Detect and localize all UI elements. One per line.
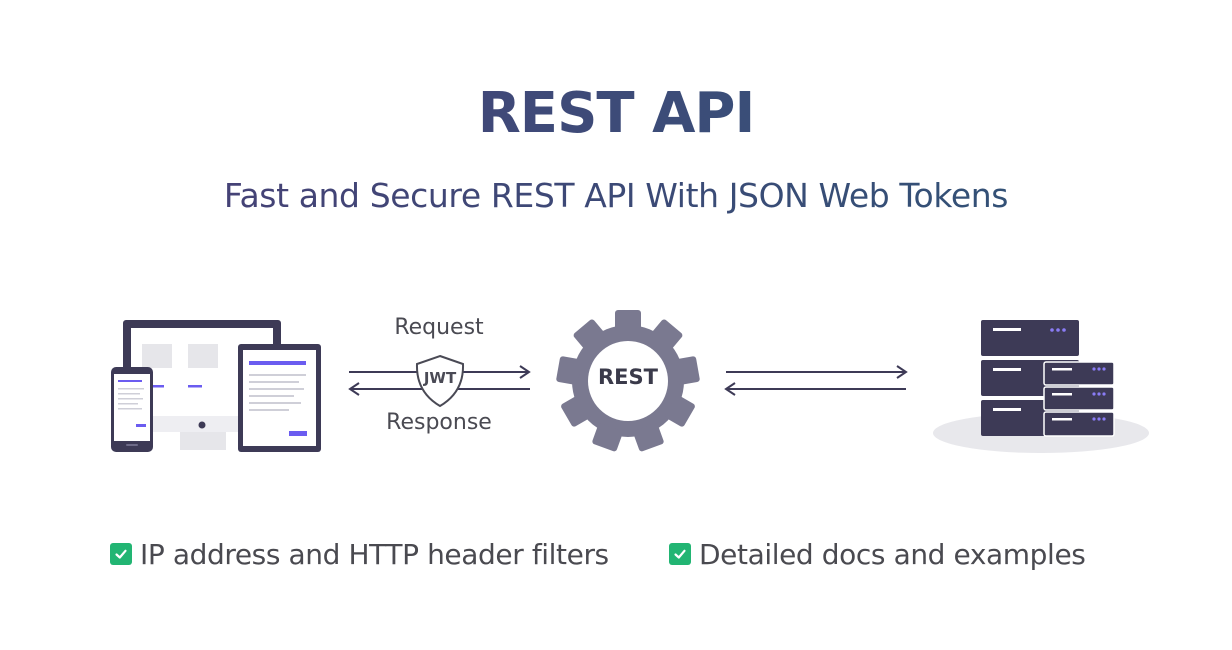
request-label: Request xyxy=(394,315,484,340)
gear-icon xyxy=(556,310,700,452)
incoming-arrow xyxy=(724,382,906,396)
shield-icon xyxy=(415,354,465,408)
feature-label: IP address and HTTP header filters xyxy=(140,537,609,571)
feature-label: Detailed docs and examples xyxy=(699,537,1086,571)
feature-item: IP address and HTTP header filters xyxy=(110,534,609,574)
page-title: REST API xyxy=(0,78,1232,150)
server-stack-icon xyxy=(933,320,1149,453)
gear-label: REST xyxy=(598,365,658,389)
devices-icon xyxy=(111,320,321,452)
response-label: Response xyxy=(386,410,492,435)
page-subtitle: Fast and Secure REST API With JSON Web T… xyxy=(0,174,1232,218)
outgoing-arrow xyxy=(726,365,908,379)
checkbox-checked-icon xyxy=(110,543,132,565)
jwt-badge-label: JWT xyxy=(423,369,457,387)
feature-item: Detailed docs and examples xyxy=(669,534,1086,574)
checkbox-checked-icon xyxy=(669,543,691,565)
